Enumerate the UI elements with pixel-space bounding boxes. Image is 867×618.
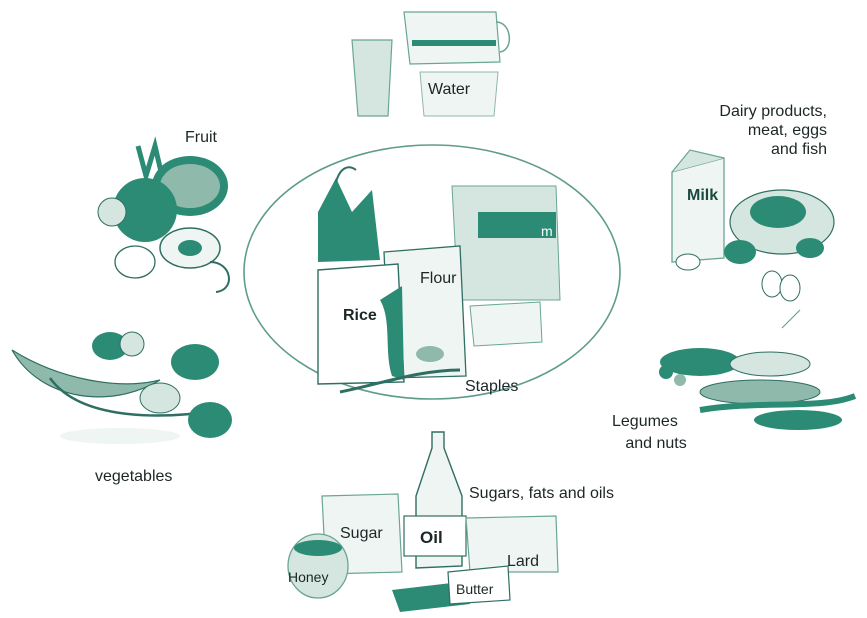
water-illustration — [352, 12, 509, 116]
legumes-label: Legumes and nuts — [612, 411, 687, 455]
box-label: m — [541, 222, 553, 241]
honey-label: Honey — [288, 568, 328, 587]
dairy-illustration — [672, 150, 834, 328]
oil-label: Oil — [420, 528, 443, 547]
vegetables-label: vegetables — [95, 467, 172, 486]
water-label: Water — [428, 80, 470, 99]
fruit-illustration — [98, 146, 229, 292]
staples-label: Staples — [465, 377, 518, 396]
sugars-illustration — [288, 432, 558, 612]
fruit-label: Fruit — [185, 128, 217, 147]
butter-label: Butter — [456, 580, 493, 599]
rice-label: Rice — [343, 306, 377, 325]
vegetables-illustration — [12, 332, 232, 444]
legumes-illustration — [659, 348, 855, 430]
lard-label: Lard — [507, 552, 539, 571]
dairy-label: Dairy products, meat, eggs and fish — [719, 102, 827, 159]
sugars-label: Sugars, fats and oils — [469, 484, 614, 503]
flour-label: Flour — [420, 269, 456, 288]
milk-label: Milk — [687, 186, 718, 205]
sugar-label: Sugar — [340, 524, 383, 543]
